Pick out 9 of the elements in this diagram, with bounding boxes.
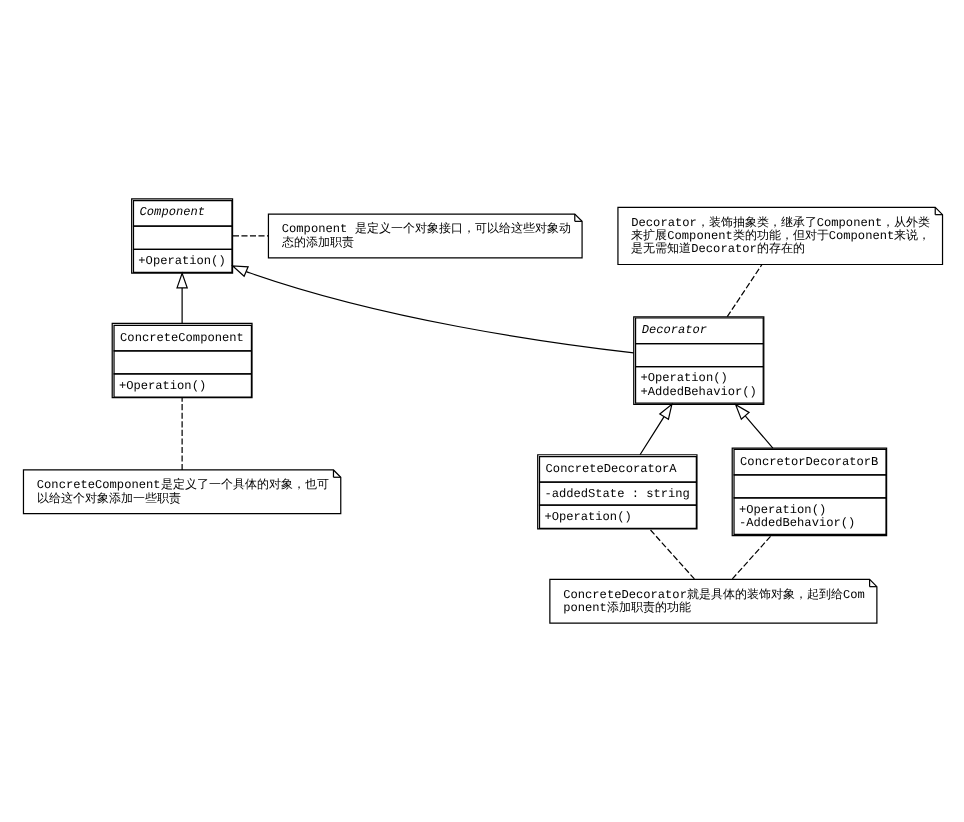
arrow [230, 265, 634, 354]
connector [180, 397, 182, 471]
connector [648, 528, 694, 580]
connector [725, 264, 762, 318]
arrow [733, 403, 773, 449]
connector [730, 535, 771, 580]
connector [231, 235, 268, 237]
arrow [638, 402, 672, 456]
arrow [175, 271, 188, 324]
